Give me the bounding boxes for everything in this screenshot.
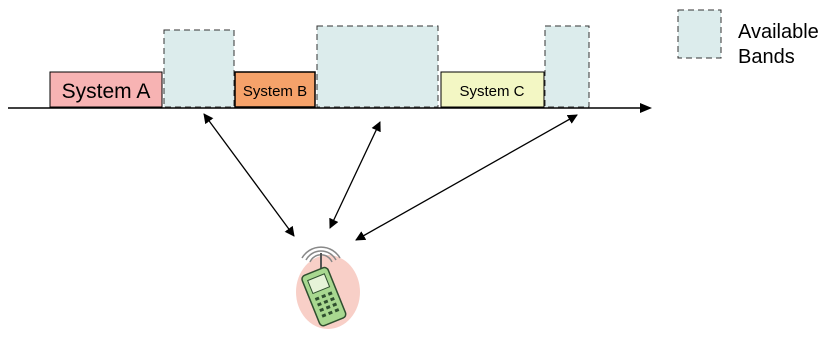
legend-swatch xyxy=(677,9,722,59)
available-band-2 xyxy=(316,25,439,108)
system-b-label: System B xyxy=(243,83,307,100)
system-c-block: System C xyxy=(440,71,545,108)
system-b-block: System B xyxy=(234,71,316,108)
available-band-3 xyxy=(544,25,590,108)
legend-label-line1: Available xyxy=(738,21,819,43)
system-a-label: System A xyxy=(62,80,151,103)
legend-label: Available Bands xyxy=(738,20,819,70)
system-c-label: System C xyxy=(459,83,524,100)
legend-label-line2: Bands xyxy=(738,46,795,68)
available-band-1 xyxy=(163,29,235,108)
mobile-phone-icon xyxy=(296,246,360,329)
system-a-block: System A xyxy=(49,71,163,108)
axis-arrowhead xyxy=(640,103,652,113)
link-arrow-band-2 xyxy=(329,121,381,229)
link-arrow-band-3 xyxy=(355,114,578,241)
link-arrow-band-1 xyxy=(203,113,295,237)
